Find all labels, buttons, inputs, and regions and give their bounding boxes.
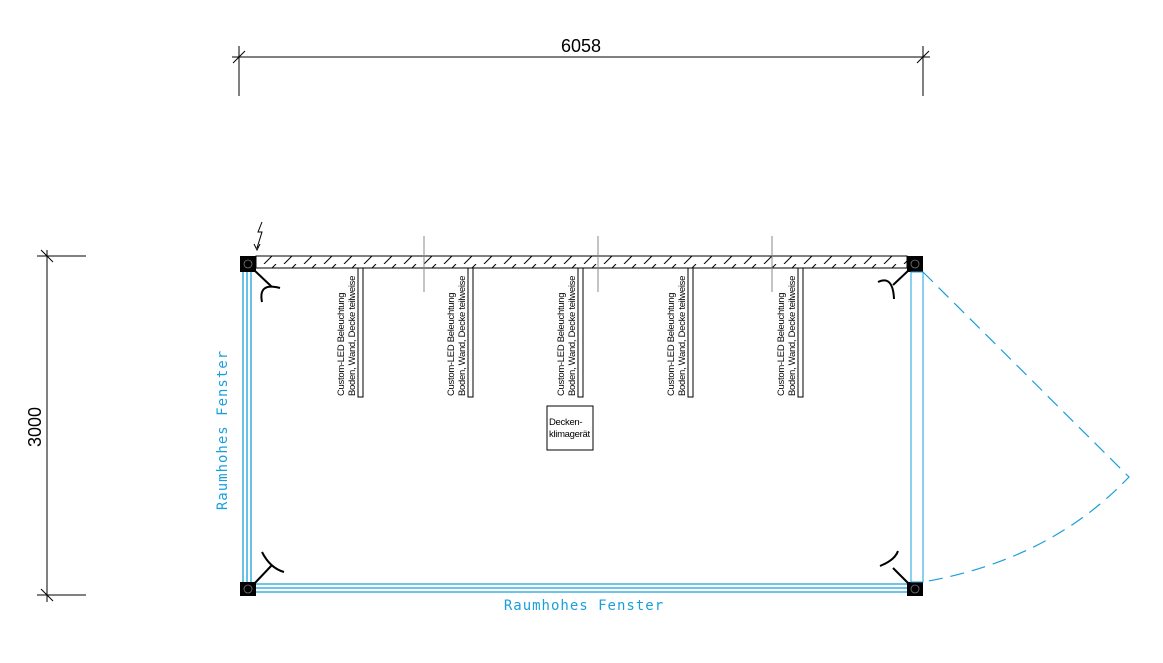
width-dimension-label: 6058 — [561, 36, 601, 56]
reference-lines — [423, 236, 773, 292]
left-window-label: Raumhohes Fenster — [215, 350, 231, 510]
led-strip-2: Custom-LED Beleuchtung Boden, Wand, Deck… — [446, 267, 474, 398]
svg-text:Boden, Wand, Decke teilweise: Boden, Wand, Decke teilweise — [787, 276, 798, 396]
svg-text:Custom-LED Beleuchtung: Custom-LED Beleuchtung — [336, 293, 347, 396]
top-wall — [255, 255, 908, 269]
svg-text:Decken-: Decken- — [549, 417, 582, 428]
led-strip-5: Custom-LED Beleuchtung Boden, Wand, Deck… — [776, 267, 804, 398]
width-dimension — [232, 46, 930, 96]
svg-text:Custom-LED Beleuchtung: Custom-LED Beleuchtung — [776, 293, 787, 396]
led-strip-1: Custom-LED Beleuchtung Boden, Wand, Deck… — [336, 267, 364, 398]
bottom-window-label: Raumhohes Fenster — [504, 598, 664, 614]
svg-text:Custom-LED Beleuchtung: Custom-LED Beleuchtung — [666, 293, 677, 396]
left-window — [242, 272, 252, 582]
svg-text:Custom-LED Beleuchtung: Custom-LED Beleuchtung — [446, 293, 457, 396]
led-strip-4: Custom-LED Beleuchtung Boden, Wand, Deck… — [666, 267, 694, 398]
door-leaf — [910, 271, 924, 583]
bottom-window — [256, 583, 907, 593]
svg-text:Boden, Wand, Decke teilweise: Boden, Wand, Decke teilweise — [567, 276, 578, 396]
svg-text:Boden, Wand, Decke teilweise: Boden, Wand, Decke teilweise — [347, 276, 358, 396]
depth-dimension — [37, 249, 86, 602]
depth-dimension-label: 3000 — [25, 407, 45, 447]
corner-posts — [240, 256, 923, 596]
led-strip-3: Custom-LED Beleuchtung Boden, Wand, Deck… — [556, 267, 584, 398]
corner-connector-icons — [253, 269, 910, 585]
ceiling-ac-unit: Decken- klimagerät — [546, 405, 594, 451]
door-swing-arc — [922, 271, 1130, 583]
svg-text:klimagerät: klimagerät — [549, 429, 590, 440]
power-connection-icon — [256, 221, 263, 249]
svg-text:Boden, Wand, Decke teilweise: Boden, Wand, Decke teilweise — [457, 276, 468, 396]
svg-text:Custom-LED Beleuchtung: Custom-LED Beleuchtung — [556, 293, 567, 396]
svg-text:Boden, Wand, Decke teilweise: Boden, Wand, Decke teilweise — [677, 276, 688, 396]
